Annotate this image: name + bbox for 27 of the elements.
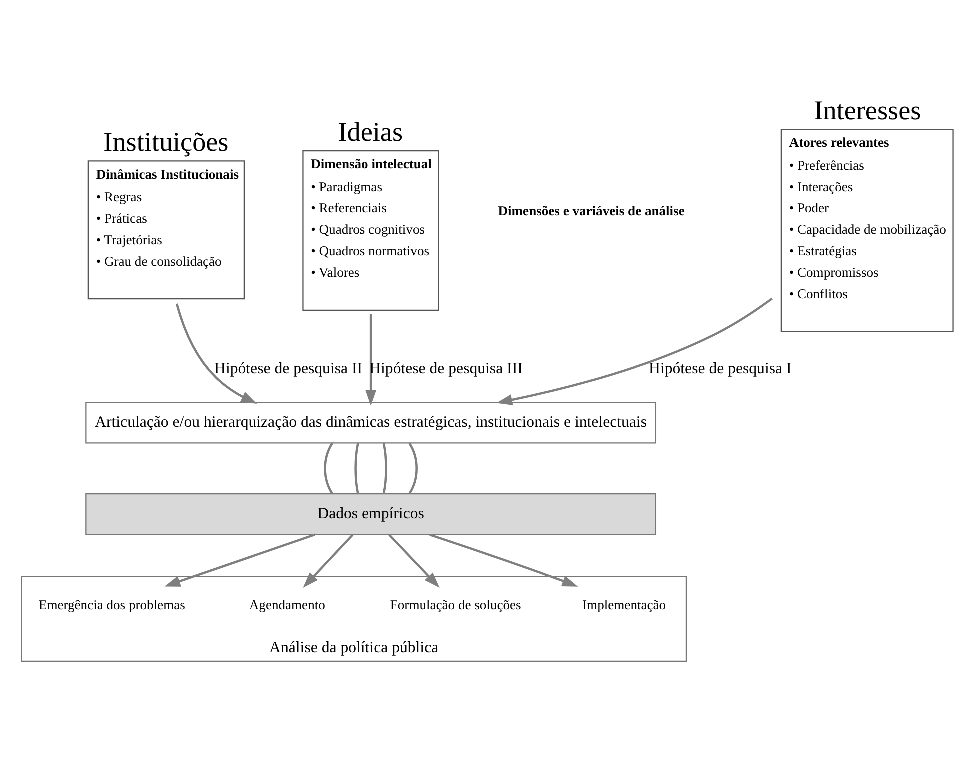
label: Dimensões e variáveis de análise (498, 204, 685, 219)
node-label: Interesses (814, 96, 922, 126)
node-label: Ideias (338, 117, 404, 148)
node-box: Dinâmicas Institucionais • Regras • Práticas • Trajetórias • Grau de consolidação (88, 160, 245, 300)
arrow (388, 534, 440, 588)
node-label: Instituições (104, 127, 229, 158)
node-box: Dimensão intelectual • Paradigmas • Referenciais • Quadros cognitivos • Quadros normativos • Valores (302, 150, 440, 311)
connector (408, 442, 418, 495)
connector (324, 442, 334, 495)
node-text: Agendamento (249, 598, 326, 613)
node-box: Articulação e/ou hierarquização das dinâmicas estratégicas, institucionais e intelectuais (86, 402, 657, 444)
arrow (176, 304, 258, 404)
arrow (303, 534, 354, 588)
connector (382, 443, 388, 494)
node-box: Dados empíricos (86, 494, 657, 536)
arrow (366, 314, 377, 406)
node-box: Atores relevantes • Preferências • Interações • Poder • Capacidade de mobilização • Estratégias • Compromissos • Conflitos (780, 128, 954, 332)
connector (354, 443, 360, 494)
node-text: Formulação de soluções (390, 598, 522, 613)
arrow (164, 534, 316, 587)
node-text: Implementação (582, 598, 666, 613)
node-text: Emergência dos problemas (38, 598, 186, 613)
edge-label: Hipótese de pesquisa I (649, 360, 792, 378)
edge-label: Hipótese de pesquisa II (214, 360, 363, 378)
arrow (496, 298, 774, 406)
edge-label: Hipótese de pesquisa III (370, 360, 523, 378)
arrow (430, 534, 578, 587)
